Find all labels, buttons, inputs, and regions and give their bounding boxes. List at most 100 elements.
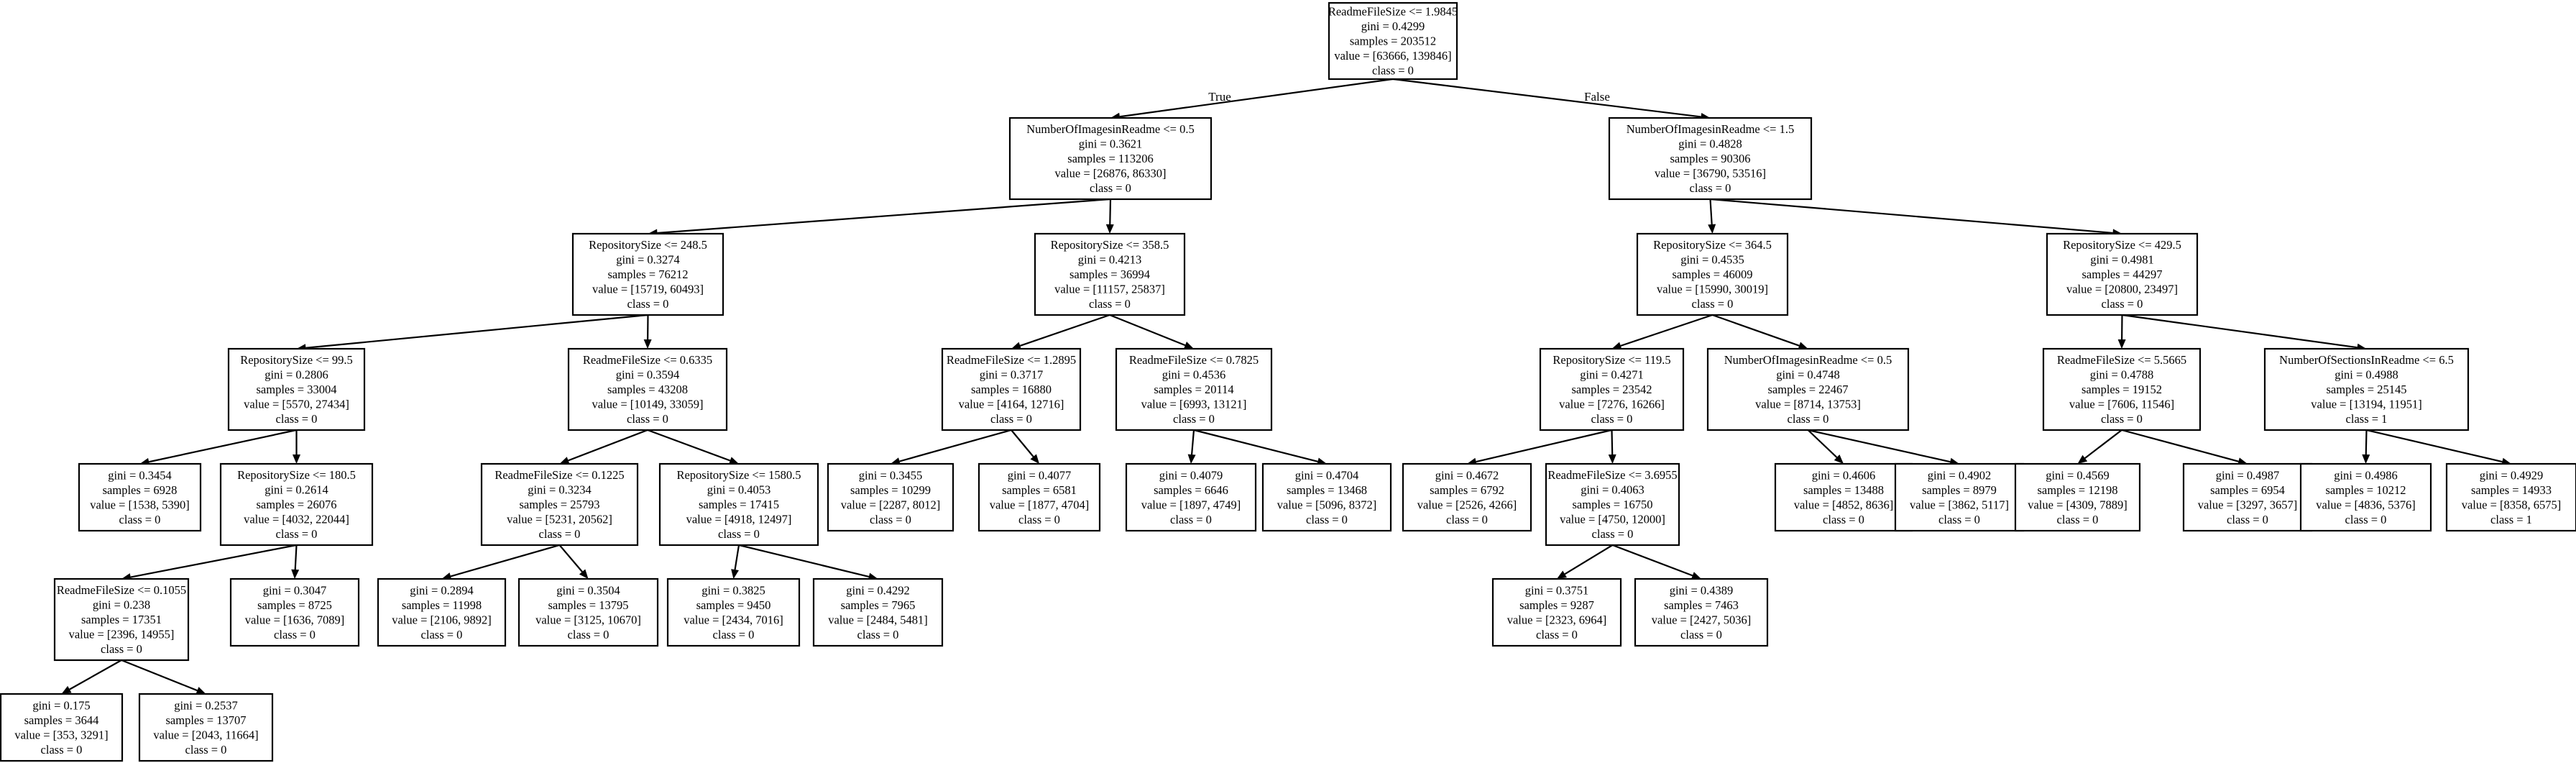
node-text-line: class = 0 bbox=[1788, 412, 1829, 426]
node-text-line: ReadmeFileSize <= 1.9845 bbox=[1328, 5, 1458, 19]
node-text-line: value = [13194, 11951] bbox=[2311, 398, 2421, 411]
node-text-line: gini = 0.3274 bbox=[616, 253, 680, 267]
edge-n16-n32-arrowhead bbox=[291, 569, 300, 579]
node-text-line: gini = 0.4389 bbox=[1670, 583, 1734, 597]
node-text-line: gini = 0.4535 bbox=[1680, 253, 1744, 267]
edge-n7-n16-arrowhead bbox=[293, 454, 300, 464]
node-text-line: value = [1897, 4749] bbox=[1141, 498, 1241, 511]
node-text-line: samples = 6954 bbox=[2210, 483, 2285, 497]
node-text-line: class = 0 bbox=[1018, 513, 1060, 526]
node-text-line: class = 0 bbox=[2227, 513, 2268, 526]
node-text-line: RepositorySize <= 180.5 bbox=[237, 468, 356, 482]
node-box bbox=[1402, 462, 1532, 532]
node-text-line: samples = 44297 bbox=[2082, 268, 2163, 281]
edge-n7-n15 bbox=[148, 429, 297, 463]
edge-n31-n40 bbox=[121, 659, 198, 692]
node-text-line: value = [7276, 16266] bbox=[1559, 398, 1665, 411]
node-text-line: class = 0 bbox=[990, 412, 1032, 426]
node-text-line: gini = 0.4213 bbox=[1078, 253, 1142, 267]
node-text-line: gini = 0.2806 bbox=[264, 368, 328, 382]
node-box bbox=[2182, 462, 2313, 532]
node-text-line: class = 0 bbox=[1372, 64, 1414, 78]
node-text-line: gini = 0.3751 bbox=[1525, 583, 1589, 597]
node-box bbox=[1125, 462, 1257, 532]
node-text-line: samples = 8979 bbox=[1922, 483, 1997, 497]
node-text-line: samples = 36994 bbox=[1070, 268, 1150, 281]
node-text-line: class = 0 bbox=[1173, 412, 1215, 426]
node-box bbox=[658, 462, 819, 547]
node-text-line: value = [2323, 6964] bbox=[1507, 613, 1607, 626]
edge-n9-n20-arrowhead bbox=[1030, 454, 1039, 464]
edge-n16-n31 bbox=[130, 544, 297, 578]
edge-n14-n29-arrowhead bbox=[2362, 454, 2370, 464]
node-box bbox=[2263, 347, 2470, 431]
node-text-line: ReadmeFileSize <= 0.7825 bbox=[1129, 353, 1259, 367]
node-text-line: class = 0 bbox=[870, 513, 911, 526]
edge-n17-n34-arrowhead bbox=[579, 569, 589, 579]
node-text-line: value = [5096, 8372] bbox=[1277, 498, 1377, 511]
node-box bbox=[666, 577, 801, 647]
node-text-line: gini = 0.4299 bbox=[1361, 19, 1425, 33]
node-text-line: class = 1 bbox=[2346, 412, 2388, 426]
node-box bbox=[978, 462, 1101, 532]
node-text-line: class = 0 bbox=[1692, 297, 1734, 311]
node-box bbox=[1634, 577, 1769, 647]
node-text-line: RepositorySize <= 364.5 bbox=[1653, 238, 1772, 252]
node-text-line: ReadmeFileSize <= 5.5665 bbox=[2057, 353, 2186, 367]
edge-label-true: True bbox=[1208, 90, 1231, 104]
edge-n24-n37 bbox=[1564, 544, 1614, 575]
node-box bbox=[0, 693, 124, 762]
node-text-line: gini = 0.4981 bbox=[2090, 253, 2154, 267]
edge-n13-n27-arrowhead bbox=[2077, 454, 2088, 464]
node-text-line: class = 0 bbox=[1591, 412, 1633, 426]
node-text-line: class = 0 bbox=[41, 743, 83, 757]
edge-n12-n25 bbox=[1807, 429, 1838, 458]
node-text-line: gini = 0.3621 bbox=[1079, 137, 1143, 151]
node-text-line: samples = 46009 bbox=[1673, 268, 1753, 281]
node-text-line: NumberOfImagesinReadme <= 0.5 bbox=[1026, 122, 1195, 136]
node-text-line: value = [3297, 3657] bbox=[2198, 498, 2298, 511]
node-text-line: ReadmeFileSize <= 1.2895 bbox=[947, 353, 1076, 367]
edge-n31-n39-arrowhead bbox=[61, 685, 72, 694]
node-box bbox=[1636, 232, 1789, 316]
node-text-line: gini = 0.4788 bbox=[2090, 368, 2154, 382]
node-text-line: class = 0 bbox=[101, 642, 142, 656]
node-text-line: value = [1538, 5390] bbox=[90, 498, 190, 511]
node-text-line: gini = 0.4079 bbox=[1159, 468, 1223, 482]
edge-n31-n39 bbox=[69, 659, 122, 690]
node-text-line: class = 0 bbox=[1823, 513, 1864, 526]
node-box bbox=[227, 347, 366, 431]
edge-n11-n24-arrowhead bbox=[1608, 454, 1616, 464]
node-box bbox=[1545, 462, 1680, 547]
node-text-line: gini = 0.4536 bbox=[1162, 368, 1226, 382]
node-text-line: samples = 12198 bbox=[2038, 483, 2118, 497]
edge-n8-n18-arrowhead bbox=[728, 457, 739, 465]
node-text-line: class = 0 bbox=[627, 297, 669, 311]
node-text-line: class = 0 bbox=[718, 527, 760, 541]
node-text-line: gini = 0.2614 bbox=[264, 483, 328, 497]
node-text-line: samples = 90306 bbox=[1670, 152, 1751, 165]
node-text-line: gini = 0.4606 bbox=[1812, 468, 1876, 482]
edge-n4-n9-arrowhead bbox=[1011, 342, 1022, 349]
edge-n8-n17 bbox=[568, 429, 648, 462]
node-text-line: value = [4164, 12716] bbox=[959, 398, 1064, 411]
edge-n8-n17-arrowhead bbox=[559, 457, 570, 465]
node-text-line: gini = 0.4569 bbox=[2046, 468, 2110, 482]
node-text-line: gini = 0.3825 bbox=[702, 583, 765, 597]
edge-n4-n10-arrowhead bbox=[1183, 342, 1194, 349]
node-text-line: value = [63666, 139846] bbox=[1334, 49, 1451, 63]
